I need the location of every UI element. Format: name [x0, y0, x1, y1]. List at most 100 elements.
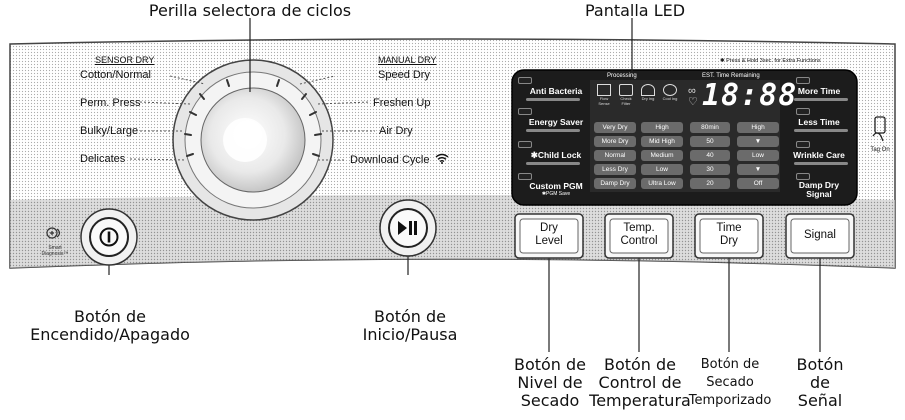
- time-dry-button[interactable]: Time Dry: [695, 214, 763, 258]
- grid-r2-c0[interactable]: Normal: [594, 150, 636, 161]
- play-pause-icon: [398, 221, 417, 235]
- time-dry-callout-line1: Botón de: [700, 357, 760, 372]
- custom-pgm-label: Custom PGM: [529, 181, 583, 191]
- sensor-dry-header: SENSOR DRY: [95, 55, 155, 65]
- anti-bacteria-led: [518, 77, 532, 84]
- grid-r1-c0[interactable]: More Dry: [594, 136, 636, 147]
- signal-callout-line3: Señal: [797, 391, 843, 410]
- power-button-callout: Botón de Encendido/Apagado: [10, 308, 210, 344]
- grid-r3-c2[interactable]: 30: [690, 164, 730, 175]
- temp-control-callout-line1: Botón de: [603, 355, 677, 374]
- signal-button[interactable]: Signal: [786, 214, 854, 258]
- anti-bacteria-bar: [526, 98, 580, 101]
- tag-on-icon: [872, 116, 886, 142]
- power-callout-line1: Botón de: [73, 307, 147, 326]
- temp-control-callout-line2: Control de: [598, 373, 682, 392]
- grid-r0-c0[interactable]: Very Dry: [594, 122, 636, 133]
- led-display: Anti Bacteria Energy Saver ✱Child Lock C…: [512, 70, 857, 205]
- power-button[interactable]: [81, 209, 137, 265]
- flow-sense-label: Flow Sense: [598, 96, 610, 106]
- cycle-speed-dry[interactable]: Speed Dry: [378, 69, 430, 81]
- drying-icon: Dry ing: [638, 84, 658, 101]
- smart-diagnosis-icon: Smart Diagnosis™: [38, 226, 72, 257]
- grid-r3-c0[interactable]: Less Dry: [594, 164, 636, 175]
- manual-dry-header: MANUAL DRY: [378, 55, 437, 65]
- more-time-led: [796, 77, 810, 84]
- damp-dry-signal-label: Damp Dry Signal: [798, 180, 840, 199]
- temp-control-button[interactable]: Temp. Control: [605, 214, 673, 258]
- cooling-icon: Cool ing: [660, 84, 680, 101]
- cycle-perm-press[interactable]: Perm. Press: [80, 97, 141, 109]
- grid-r0-c3[interactable]: High: [737, 122, 779, 133]
- grid-r2-c1[interactable]: Medium: [641, 150, 683, 161]
- dry-level-callout-line2: Nivel de: [517, 373, 583, 392]
- start-callout-line1: Botón de: [373, 307, 447, 326]
- signal-button-label: Signal: [804, 229, 836, 241]
- more-time-bar: [794, 98, 848, 101]
- est-time-label: EST. Time Remaining: [702, 73, 760, 79]
- grid-r1-c3[interactable]: ▼: [737, 136, 779, 147]
- grid-r3-c3[interactable]: ▼: [737, 164, 779, 175]
- check-filter-icon: Check Filter: [616, 84, 636, 106]
- processing-label: Processing: [607, 73, 637, 79]
- cycle-selector-callout: Perilla selectora de ciclos: [148, 1, 352, 20]
- start-pause-button[interactable]: [380, 200, 436, 256]
- cycle-air-dry[interactable]: Air Dry: [379, 125, 413, 137]
- start-callout-line2: Inicio/Pausa: [362, 325, 458, 344]
- dry-level-callout: Botón de Nivel de Secado: [500, 356, 600, 410]
- cycle-download-cycle[interactable]: Download Cycle: [350, 153, 449, 166]
- cycle-freshen-up[interactable]: Freshen Up: [373, 97, 431, 109]
- grid-r3-c1[interactable]: Low: [641, 164, 683, 175]
- dry-level-button-line2: Level: [535, 235, 563, 247]
- dry-level-button-line1: Dry: [540, 222, 558, 234]
- temp-control-callout-line3: Temperatura: [589, 391, 691, 410]
- grid-r4-c2[interactable]: 20: [690, 178, 730, 189]
- press-hold-note: ✱ Press & Hold 3sec. for Extra Functions: [720, 58, 821, 64]
- signal-callout-line1: Botón: [796, 355, 844, 374]
- grid-r0-c2[interactable]: 80min: [690, 122, 730, 133]
- grid-r4-c1[interactable]: Ultra Low: [641, 178, 683, 189]
- less-time-led: [796, 108, 810, 115]
- dry-level-button[interactable]: Dry Level: [515, 214, 583, 258]
- cycle-cotton-normal[interactable]: Cotton/Normal: [80, 69, 151, 81]
- time-dry-callout: Botón de Secado Temporizado: [676, 356, 784, 410]
- grid-r0-c1[interactable]: High: [641, 122, 683, 133]
- tag-on-label: Tag On: [870, 147, 890, 153]
- power-icon: [99, 227, 119, 247]
- power-callout-line2: Encendido/Apagado: [30, 325, 190, 344]
- diagnosis-glyph: [46, 227, 61, 239]
- grid-r1-c2[interactable]: 50: [690, 136, 730, 147]
- flow-sense-icon: Flow Sense: [594, 84, 614, 106]
- remote-heart-icon: ∞♡: [688, 85, 698, 108]
- signal-callout-line2: de: [810, 373, 830, 392]
- wifi-icon: [435, 153, 448, 164]
- grid-r4-c3[interactable]: Off: [737, 178, 779, 189]
- cycle-delicates[interactable]: Delicates: [80, 153, 126, 165]
- damp-dry-signal-led: [796, 173, 810, 180]
- grid-r2-c3[interactable]: Low: [737, 150, 779, 161]
- time-dry-callout-line3: Temporizado: [688, 393, 772, 408]
- option-grid: Very Dry High 80min High More Dry Mid Hi…: [594, 122, 780, 197]
- temp-control-callout: Botón de Control de Temperatura: [584, 356, 696, 410]
- energy-saver-bar: [526, 129, 580, 132]
- signal-callout: Botón de Señal: [790, 356, 850, 410]
- custom-pgm-led: [518, 173, 532, 180]
- wrinkle-care-label: Wrinkle Care: [793, 150, 845, 160]
- pgm-save-label: ✱PGM Save: [541, 191, 571, 197]
- tag-on-area[interactable]: Tag On: [865, 116, 895, 153]
- grid-r4-c0[interactable]: Damp Dry: [594, 178, 636, 189]
- time-dry-callout-line2: Secado: [706, 375, 754, 390]
- grid-r1-c1[interactable]: Mid High: [641, 136, 683, 147]
- child-lock-label: ✱Child Lock: [530, 150, 582, 160]
- check-filter-label: Check Filter: [620, 96, 632, 106]
- wrinkle-care-bar: [794, 162, 848, 165]
- less-time-bar: [794, 129, 848, 132]
- start-button-callout: Botón de Inicio/Pausa: [340, 308, 480, 344]
- grid-r2-c2[interactable]: 40: [690, 150, 730, 161]
- energy-saver-label: Energy Saver: [528, 117, 584, 127]
- cycle-bulky-large[interactable]: Bulky/Large: [80, 125, 139, 137]
- download-cycle-label: Download Cycle: [350, 154, 430, 166]
- time-dry-button-line1: Time: [716, 222, 742, 234]
- temp-control-button-line1: Temp.: [623, 222, 655, 234]
- cycle-selector-knob[interactable]: [173, 60, 333, 220]
